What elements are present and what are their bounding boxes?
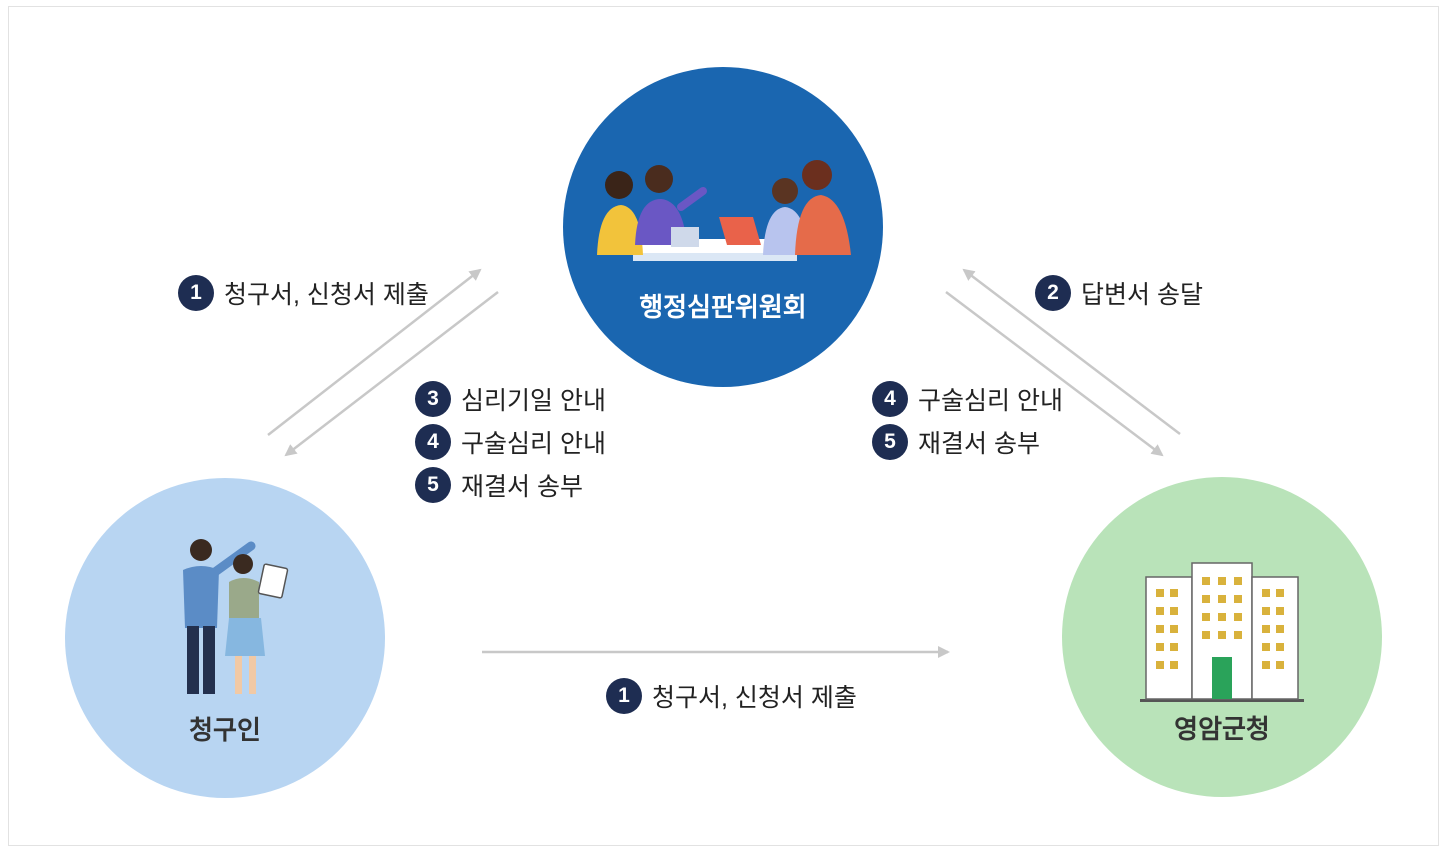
step-number-badge: 1 (178, 275, 214, 311)
office-label: 영암군청 (1174, 714, 1270, 744)
step-committee-to-claimant-4: 4 구술심리 안내 (415, 424, 606, 460)
arrow-office-to-committee (962, 268, 1181, 435)
step-text: 구술심리 안내 (918, 387, 1063, 415)
step-committee-to-claimant-5: 5 재결서 송부 (415, 467, 583, 503)
step-number-badge: 4 (872, 381, 908, 417)
step-claimant-to-committee-1: 1 청구서, 신청서 제출 (178, 275, 429, 311)
step-text: 청구서, 신청서 제출 (224, 281, 429, 309)
claimant-node: 청구인 (65, 478, 385, 798)
step-claimant-to-office-1: 1 청구서, 신청서 제출 (606, 678, 857, 714)
step-number-badge: 5 (872, 424, 908, 460)
step-number-badge: 5 (415, 467, 451, 503)
committee-node: 행정심판위원회 (563, 67, 883, 387)
meeting-people-illustration (597, 160, 851, 261)
step-text: 심리기일 안내 (461, 387, 606, 415)
arrow-committee-to-office (945, 291, 1164, 457)
claimant-people-illustration (183, 539, 289, 694)
step-text: 구술심리 안내 (461, 430, 606, 458)
step-office-to-committee-2: 2 답변서 송달 (1035, 275, 1203, 311)
step-committee-to-office-5: 5 재결서 송부 (872, 424, 1040, 460)
step-text: 재결서 송부 (918, 430, 1040, 458)
step-number-badge: 1 (606, 678, 642, 714)
step-committee-to-claimant-3: 3 심리기일 안내 (415, 381, 606, 417)
arrow-committee-to-claimant (284, 291, 499, 457)
building-illustration (1140, 562, 1304, 702)
step-text: 재결서 송부 (461, 473, 583, 501)
arrow-claimant-to-committee (267, 268, 482, 436)
step-number-badge: 4 (415, 424, 451, 460)
step-text: 답변서 송달 (1081, 281, 1203, 309)
step-text: 청구서, 신청서 제출 (652, 684, 857, 712)
step-number-badge: 2 (1035, 275, 1071, 311)
step-number-badge: 3 (415, 381, 451, 417)
committee-label: 행정심판위원회 (639, 292, 807, 322)
step-committee-to-office-4: 4 구술심리 안내 (872, 381, 1063, 417)
office-node: 영암군청 (1062, 477, 1382, 797)
claimant-label: 청구인 (189, 715, 261, 745)
